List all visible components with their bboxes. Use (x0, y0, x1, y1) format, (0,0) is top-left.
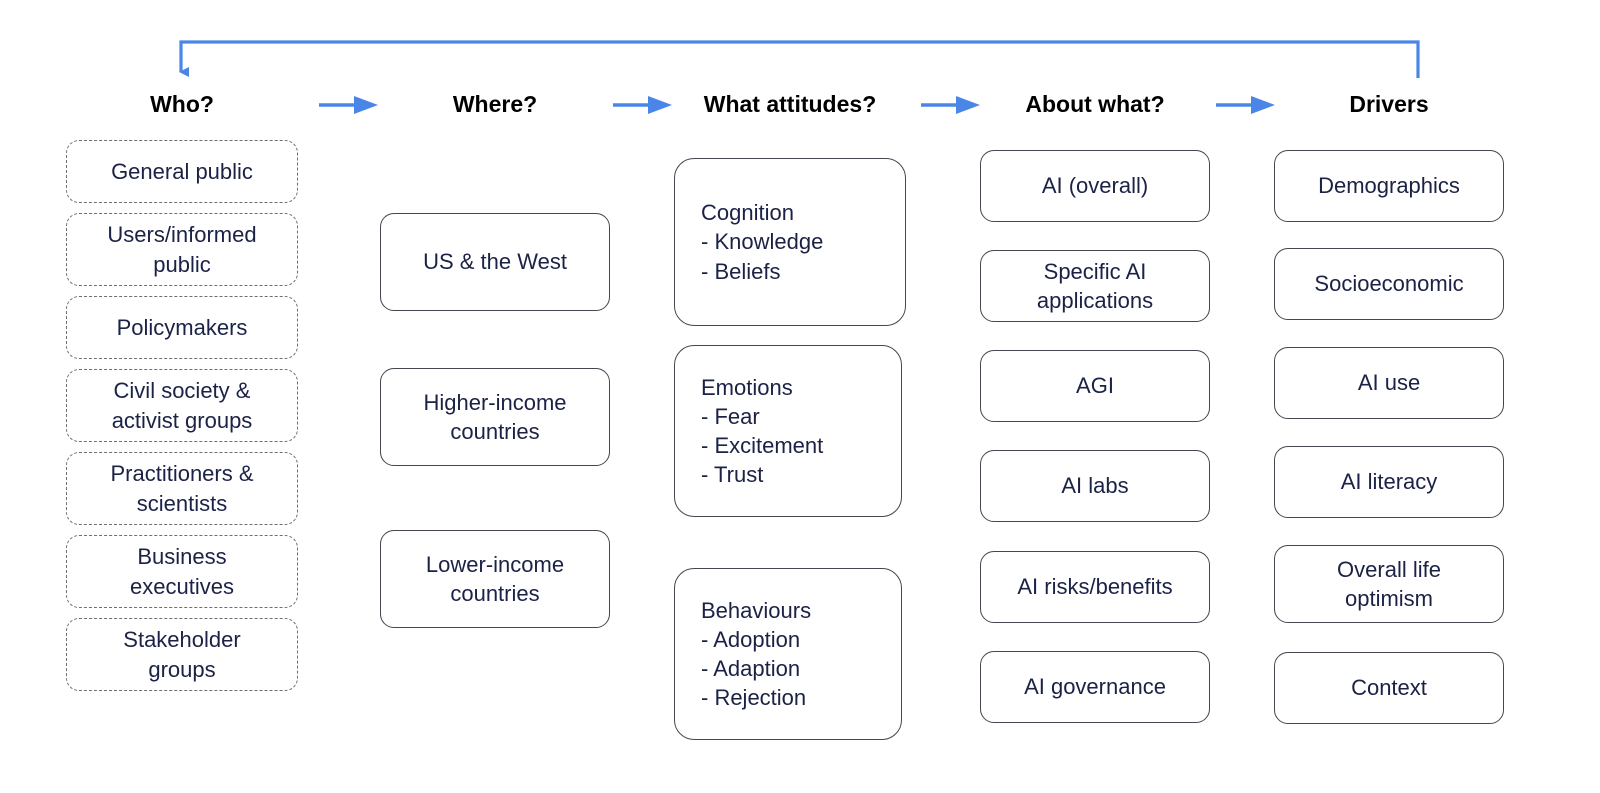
column-header-where: Where? (452, 91, 538, 117)
node-policymakers[interactable]: Policymakers (66, 296, 298, 359)
right-arrow-icon-3 (921, 96, 980, 114)
node-practitioners-scientists[interactable]: Practitioners & scientists (66, 452, 298, 525)
right-arrow-icon-1 (319, 96, 378, 114)
node-stakeholder-groups[interactable]: Stakeholder groups (66, 618, 298, 691)
node-context[interactable]: Context (1274, 652, 1504, 724)
node-agi[interactable]: AGI (980, 350, 1210, 422)
right-arrow-icon-2 (613, 96, 672, 114)
node-emotions[interactable]: Emotions - Fear - Excitement - Trust (674, 345, 902, 517)
node-civil-society-activist-groups[interactable]: Civil society & activist groups (66, 369, 298, 442)
node-ai-labs[interactable]: AI labs (980, 450, 1210, 522)
node-ai-governance[interactable]: AI governance (980, 651, 1210, 723)
node-ai-overall[interactable]: AI (overall) (980, 150, 1210, 222)
node-business-executives[interactable]: Business executives (66, 535, 298, 608)
node-higher-income-countries[interactable]: Higher-income countries (380, 368, 610, 466)
column-header-drivers: Drivers (1349, 91, 1429, 117)
node-ai-use[interactable]: AI use (1274, 347, 1504, 419)
node-overall-life-optimism[interactable]: Overall life optimism (1274, 545, 1504, 623)
column-header-who: Who? (150, 91, 214, 117)
node-cognition[interactable]: Cognition - Knowledge - Beliefs (674, 158, 906, 326)
right-arrow-icon-4 (1216, 96, 1275, 114)
node-ai-literacy[interactable]: AI literacy (1274, 446, 1504, 518)
node-users-informed-public[interactable]: Users/informed public (66, 213, 298, 286)
column-who: General public Users/informed public Pol… (66, 140, 298, 701)
node-general-public[interactable]: General public (66, 140, 298, 203)
node-us-and-the-west[interactable]: US & the West (380, 213, 610, 311)
node-behaviours[interactable]: Behaviours - Adoption - Adaption - Rejec… (674, 568, 902, 740)
column-header-about: About what? (1025, 91, 1165, 117)
node-lower-income-countries[interactable]: Lower-income countries (380, 530, 610, 628)
node-socioeconomic[interactable]: Socioeconomic (1274, 248, 1504, 320)
node-specific-ai-applications[interactable]: Specific AI applications (980, 250, 1210, 322)
node-ai-risks-benefits[interactable]: AI risks/benefits (980, 551, 1210, 623)
column-header-attitudes: What attitudes? (703, 91, 877, 117)
node-demographics[interactable]: Demographics (1274, 150, 1504, 222)
